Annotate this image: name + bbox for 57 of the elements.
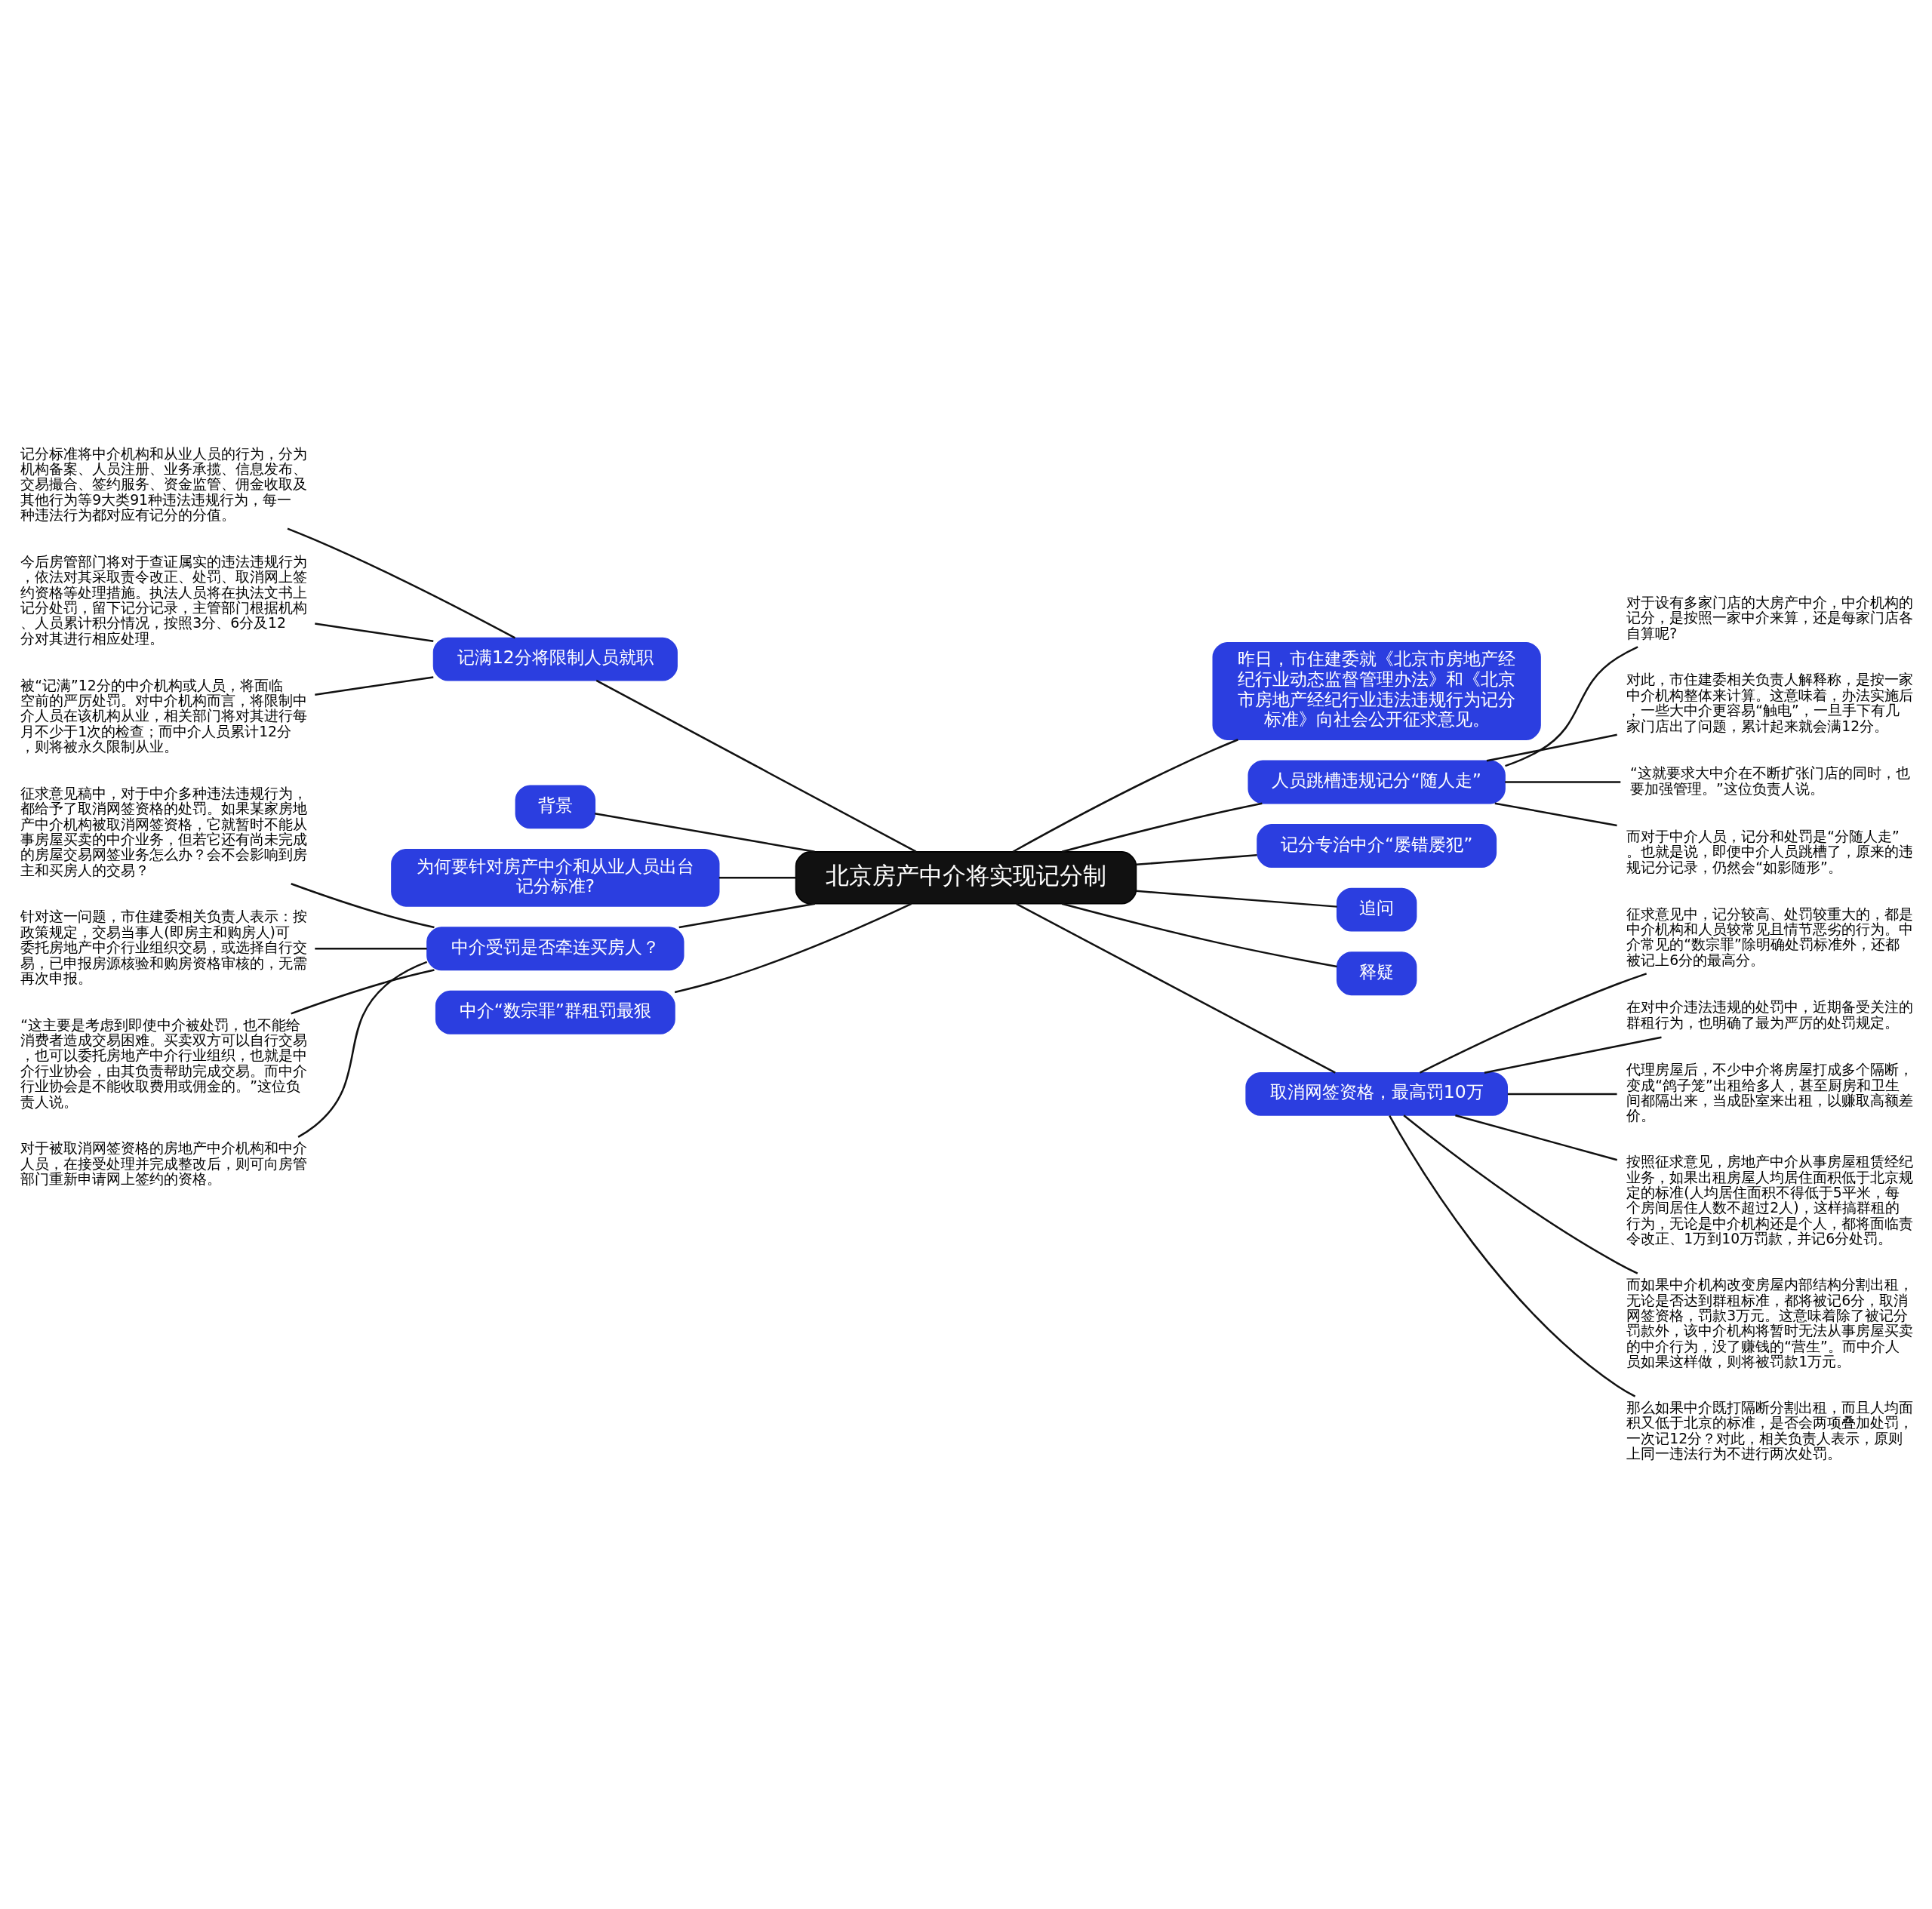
node-box: 记分专治中介“屡错屡犯” xyxy=(1257,823,1497,868)
node-box: 背景 xyxy=(515,784,596,828)
connector xyxy=(291,882,435,928)
connector xyxy=(595,812,815,853)
node-box: 昨日，市住建委就《北京市房地产经纪行业动态监督管理办法》和《北京市房地产经纪行业违法违规行为记分标准》向社会公开征求意见。 xyxy=(1212,641,1541,740)
node-text: 而如果中介机构改变房屋内部结构分割出租，无论是否达到群租标准，都将被记6分，取消网签资格，罚款3万元。这意味着除了被记分罚款外，该中介机构将暂时无法从事房屋买卖的中介行为，没了赚钱的“营生”。而中介人员如果这样做，则将被罚款1万元。 xyxy=(1626,1276,1914,1370)
node-box: 取消网签资格，最高罚10万 xyxy=(1245,1071,1508,1116)
connector xyxy=(1419,972,1647,1074)
connector xyxy=(1016,902,1336,1074)
connector xyxy=(297,961,428,1138)
connector xyxy=(1486,733,1617,761)
node-box: 中介“数宗罪”群租罚最狠 xyxy=(435,990,675,1034)
node-box: 记满12分将限制人员就职 xyxy=(432,637,678,681)
connector xyxy=(1061,902,1337,967)
node-text: “这就要求大中介在不断扩张门店的同时，也要加强管理。”这位负责人说。 xyxy=(1630,764,1910,797)
connector xyxy=(718,876,796,879)
node-text: “这主要是考虑到即使中介被处罚，也不能给消费者造成交易困难。买卖双方可以自行交易，也可以委托房地产中介行业组织，也就是中介行业协会，由其负责帮助完成交易。而中介行业协会是不能收取费用或佣金的。”这位负责人说。 xyxy=(20,1016,308,1109)
connector xyxy=(1494,801,1617,826)
node-text: 那么如果中介既打隔断分割出租，而且人均面积又低于北京的标准，是否会两项叠加处罚，一次记12分？对此，相关负责人表示，原则上同一违法行为不进行两次处罚。 xyxy=(1626,1399,1914,1462)
node-text: 在对中介违法违规的处罚中，近期备受关注的群租行为，也明确了最为严厉的处罚规定。 xyxy=(1626,998,1914,1031)
connector xyxy=(1484,1036,1662,1074)
node-box: 北京房产中介将实现记分制 xyxy=(795,850,1137,905)
node-text: 征求意见中，记分较高、处罚较重大的，都是中介机构和人员较常见且情节恶劣的行为。中介常见的“数宗罪”除明确处罚标准外，还都被记上6分的最高分。 xyxy=(1626,905,1914,968)
node-text: 记分标准将中介机构和从业人员的行为，分为机构备案、人员注册、业务承揽、信息发布、交易撮合、签约服务、资金监管、佣金收取及其他行为等9大类91种违法违规行为，每一种违法行为都对应有记分的分值。 xyxy=(20,445,308,523)
connector xyxy=(1403,1114,1638,1274)
connector xyxy=(291,968,435,1014)
node-text: 今后房管部门将对于查证属实的违法违规行为，依法对其采取责令改正、处罚、取消网上签约资格等处理措施。执法人员将在执法文书上记分处罚，留下记分记录，主管部门根据机构、人员累计积分情况，按照3分、6分及12分对其进行相应处理。 xyxy=(20,553,308,647)
node-text: 被“记满”12分的中介机构或人员，将面临空前的严厉处罚。对中介机构而言，将限制中介人员在该机构从业，相关部门将对其进行每月不少于1次的检查；而中介人员累计12分，则将被永久限制从业。 xyxy=(20,676,308,755)
node-text: 对于设有多家门店的大房产中介，中介机构的记分，是按照一家中介来算，还是每家门店各自算呢? xyxy=(1626,594,1914,641)
node-text: 针对这一问题，市住建委相关负责人表示：按政策规定，交易当事人(即房主和购房人)可委托房地产中介行业组织交易，或选择自行交易，已申报房源核验和购房资格审核的，无需再次申报。 xyxy=(20,908,308,986)
connector xyxy=(678,902,816,928)
connector xyxy=(1455,1114,1618,1160)
node-text: 按照征求意见，房地产中介从事房屋租赁经纪业务，如果出租房屋人均居住面积低于北京规定的标准(人均居住面积不得低于5平米，每个房间居住人数不超过2人)，这样搞群租的行为，无论是中介机构还是个人，都将面临责令改正、1万到10万罚款，并记6分处罚。 xyxy=(1626,1153,1914,1247)
connector xyxy=(1061,802,1263,853)
node-box: 追问 xyxy=(1336,887,1417,932)
node-box: 为何要针对房产中介和从业人员出台记分标准? xyxy=(391,848,720,907)
node-box: 中介受罚是否牵连买房人？ xyxy=(426,926,685,970)
node-text: 征求意见稿中，对于中介多种违法违规行为，都给予了取消网签资格的处罚。如果某家房地产中介机构被取消网签资格，它就暂时不能从事房屋买卖的中介业务，但若它还有尚未完成的房屋交易网签业务怎么办？会不会影响到房主和买房人的交易？ xyxy=(20,785,308,878)
node-text: 代理房屋后，不少中介将房屋打成多个隔断，变成“鸽子笼”出租给多人，甚至厨房和卫生间都隔出来，当成卧室来出租，以赚取高额差价。 xyxy=(1626,1061,1914,1124)
connector xyxy=(315,675,434,696)
connector xyxy=(595,679,917,853)
connector xyxy=(315,622,434,642)
connector xyxy=(1389,1114,1636,1397)
connector xyxy=(1136,853,1257,865)
connector xyxy=(1505,645,1638,767)
connector xyxy=(1136,890,1337,908)
node-box: 释疑 xyxy=(1336,951,1417,995)
connector xyxy=(1505,780,1621,783)
node-text: 而对于中介人员，记分和处罚是“分随人走”。也就是说，即便中介人员跳槽了，原来的违规记分记录，仍然会“如影随形”。 xyxy=(1626,828,1914,875)
node-text: 对此，市住建委相关负责人解释称，是按一家中介机构整体来计算。这意味着，办法实施后，一些大中介更容易“触电”，一旦手下有几家门店出了问题，累计起来就会满12分。 xyxy=(1626,671,1914,734)
connector xyxy=(674,902,912,993)
connector xyxy=(287,527,515,638)
connector xyxy=(1012,738,1238,853)
node-text: 对于被取消网签资格的房地产中介机构和中介人员，在接受处理并完成整改后，则可向房管部门重新申请网上签约的资格。 xyxy=(20,1139,308,1187)
connector xyxy=(1507,1093,1617,1095)
node-box: 人员跳槽违规记分“随人走” xyxy=(1247,760,1506,804)
connector xyxy=(315,947,427,950)
